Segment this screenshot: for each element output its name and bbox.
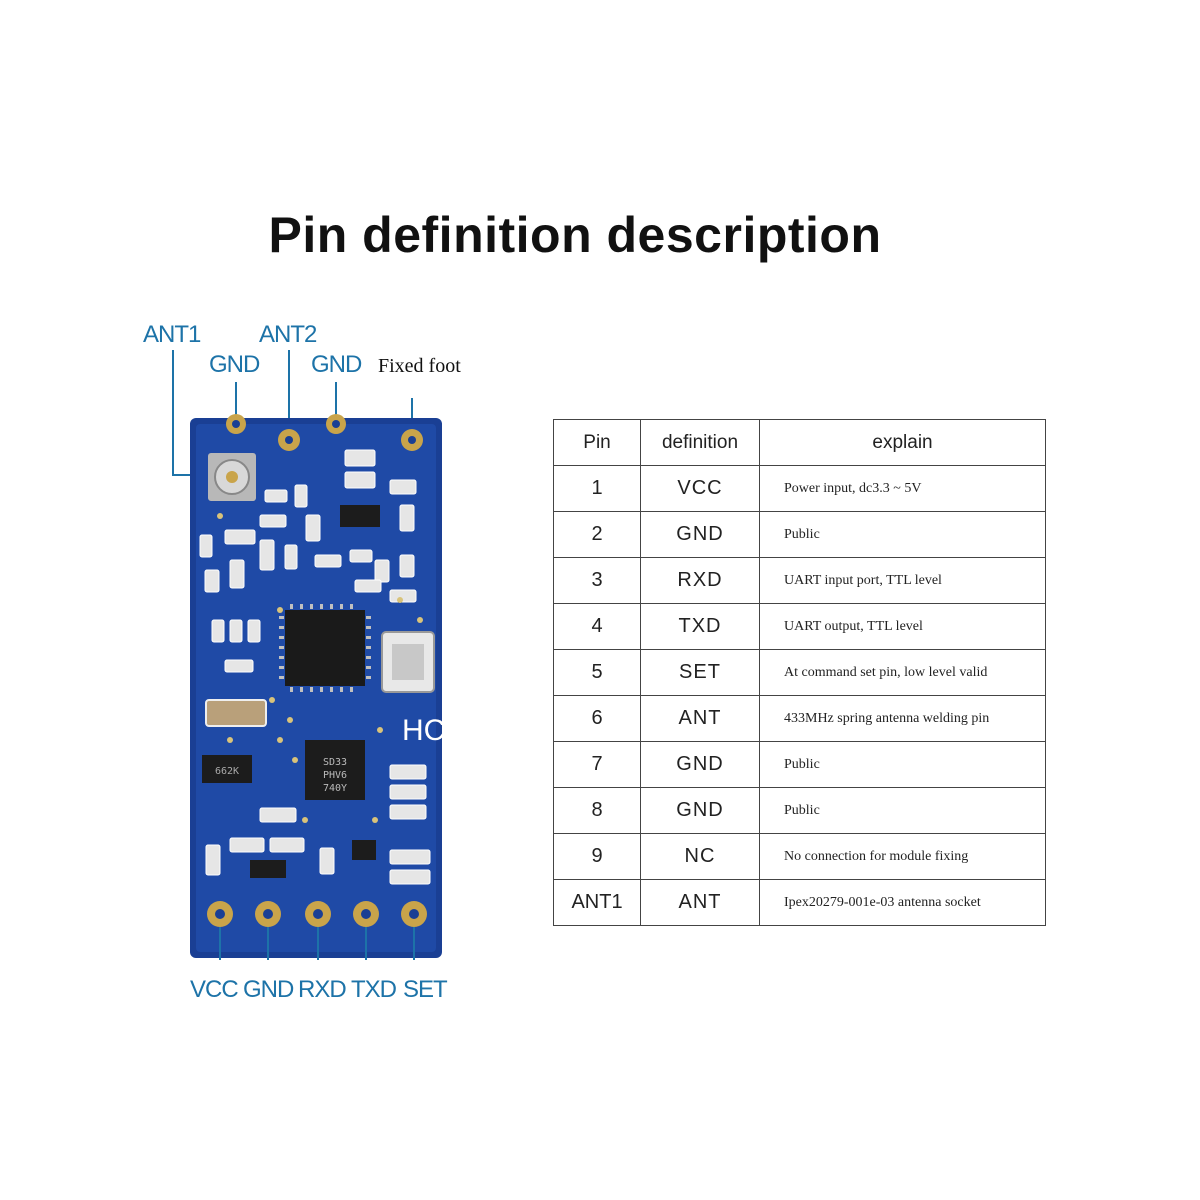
header-definition: definition bbox=[640, 419, 760, 466]
cell-definition: VCC bbox=[640, 465, 760, 512]
table-row: 7 GND Public bbox=[553, 741, 1046, 788]
cell-pin: 6 bbox=[553, 695, 641, 742]
hc-logo: HC bbox=[402, 714, 445, 747]
cell-definition: GND bbox=[640, 787, 760, 834]
bottom-pads bbox=[207, 901, 427, 927]
page-title: Pin definition description bbox=[268, 207, 882, 263]
smd-components bbox=[199, 449, 431, 885]
pin-definition-table: Pin definition explain 1 VCC Power input… bbox=[553, 419, 1046, 926]
second-chip: SD33 PHV6 740Y bbox=[305, 740, 365, 800]
cell-definition: GND bbox=[640, 511, 760, 558]
table-row: 4 TXD UART output, TTL level bbox=[553, 603, 1046, 650]
cell-explain: No connection for module fixing bbox=[759, 833, 1046, 880]
cell-definition: ANT bbox=[640, 695, 760, 742]
cell-definition: ANT bbox=[640, 879, 760, 926]
crystal-oscillator bbox=[381, 631, 435, 693]
header-pin: Pin bbox=[553, 419, 641, 466]
cell-pin: ANT1 bbox=[553, 879, 641, 926]
bottom-leader-lines bbox=[219, 927, 415, 960]
cell-pin: 9 bbox=[553, 833, 641, 880]
label-ant2: ANT2 bbox=[259, 321, 317, 348]
small-chip: 662K bbox=[202, 755, 252, 783]
chip-text-line2: PHV6 bbox=[323, 770, 347, 781]
header-explain: explain bbox=[759, 419, 1046, 466]
label-vcc: VCC bbox=[190, 976, 239, 1003]
cell-explain: Ipex20279-001e-03 antenna socket bbox=[759, 879, 1046, 926]
cell-explain: UART output, TTL level bbox=[759, 603, 1046, 650]
capacitor bbox=[205, 699, 267, 727]
cell-pin: 2 bbox=[553, 511, 641, 558]
table-row: 3 RXD UART input port, TTL level bbox=[553, 557, 1046, 604]
cell-explain: UART input port, TTL level bbox=[759, 557, 1046, 604]
small-ics bbox=[250, 505, 380, 878]
cell-explain: Public bbox=[759, 787, 1046, 834]
label-ant1: ANT1 bbox=[143, 321, 201, 348]
label-gnd-right: GND bbox=[311, 351, 362, 378]
label-rxd: RXD bbox=[298, 976, 347, 1003]
module-board-illustration: SD33 PHV6 740Y HC 662K bbox=[172, 350, 445, 960]
table-row: 1 VCC Power input, dc3.3 ~ 5V bbox=[553, 465, 1046, 512]
table-row: 9 NC No connection for module fixing bbox=[553, 833, 1046, 880]
top-pads bbox=[226, 414, 423, 451]
cell-explain: Power input, dc3.3 ~ 5V bbox=[759, 465, 1046, 512]
cell-definition: TXD bbox=[640, 603, 760, 650]
chip-text-line3: 740Y bbox=[323, 783, 347, 794]
small-chip-text: 662K bbox=[215, 766, 239, 777]
main-chip bbox=[279, 604, 371, 692]
cell-definition: SET bbox=[640, 649, 760, 696]
label-gnd-left: GND bbox=[209, 351, 260, 378]
label-fixed-foot: Fixed foot bbox=[378, 355, 461, 377]
cell-pin: 1 bbox=[553, 465, 641, 512]
table-row: ANT1 ANT Ipex20279-001e-03 antenna socke… bbox=[553, 879, 1046, 926]
table-header-row: Pin definition explain bbox=[553, 419, 1046, 466]
cell-explain: 433MHz spring antenna welding pin bbox=[759, 695, 1046, 742]
cell-pin: 4 bbox=[553, 603, 641, 650]
label-txd: TXD bbox=[351, 976, 397, 1003]
cell-explain: Public bbox=[759, 511, 1046, 558]
cell-pin: 5 bbox=[553, 649, 641, 696]
cell-pin: 3 bbox=[553, 557, 641, 604]
cell-definition: GND bbox=[640, 741, 760, 788]
chip-text-line1: SD33 bbox=[323, 757, 347, 768]
cell-pin: 8 bbox=[553, 787, 641, 834]
ipex-connector bbox=[208, 453, 256, 501]
label-gnd-bottom: GND bbox=[243, 976, 294, 1003]
cell-definition: NC bbox=[640, 833, 760, 880]
table-row: 5 SET At command set pin, low level vali… bbox=[553, 649, 1046, 696]
cell-definition: RXD bbox=[640, 557, 760, 604]
label-set: SET bbox=[403, 976, 448, 1003]
table-row: 8 GND Public bbox=[553, 787, 1046, 834]
cell-pin: 7 bbox=[553, 741, 641, 788]
table-row: 6 ANT 433MHz spring antenna welding pin bbox=[553, 695, 1046, 742]
table-row: 2 GND Public bbox=[553, 511, 1046, 558]
cell-explain: At command set pin, low level valid bbox=[759, 649, 1046, 696]
vias bbox=[217, 513, 423, 823]
cell-explain: Public bbox=[759, 741, 1046, 788]
